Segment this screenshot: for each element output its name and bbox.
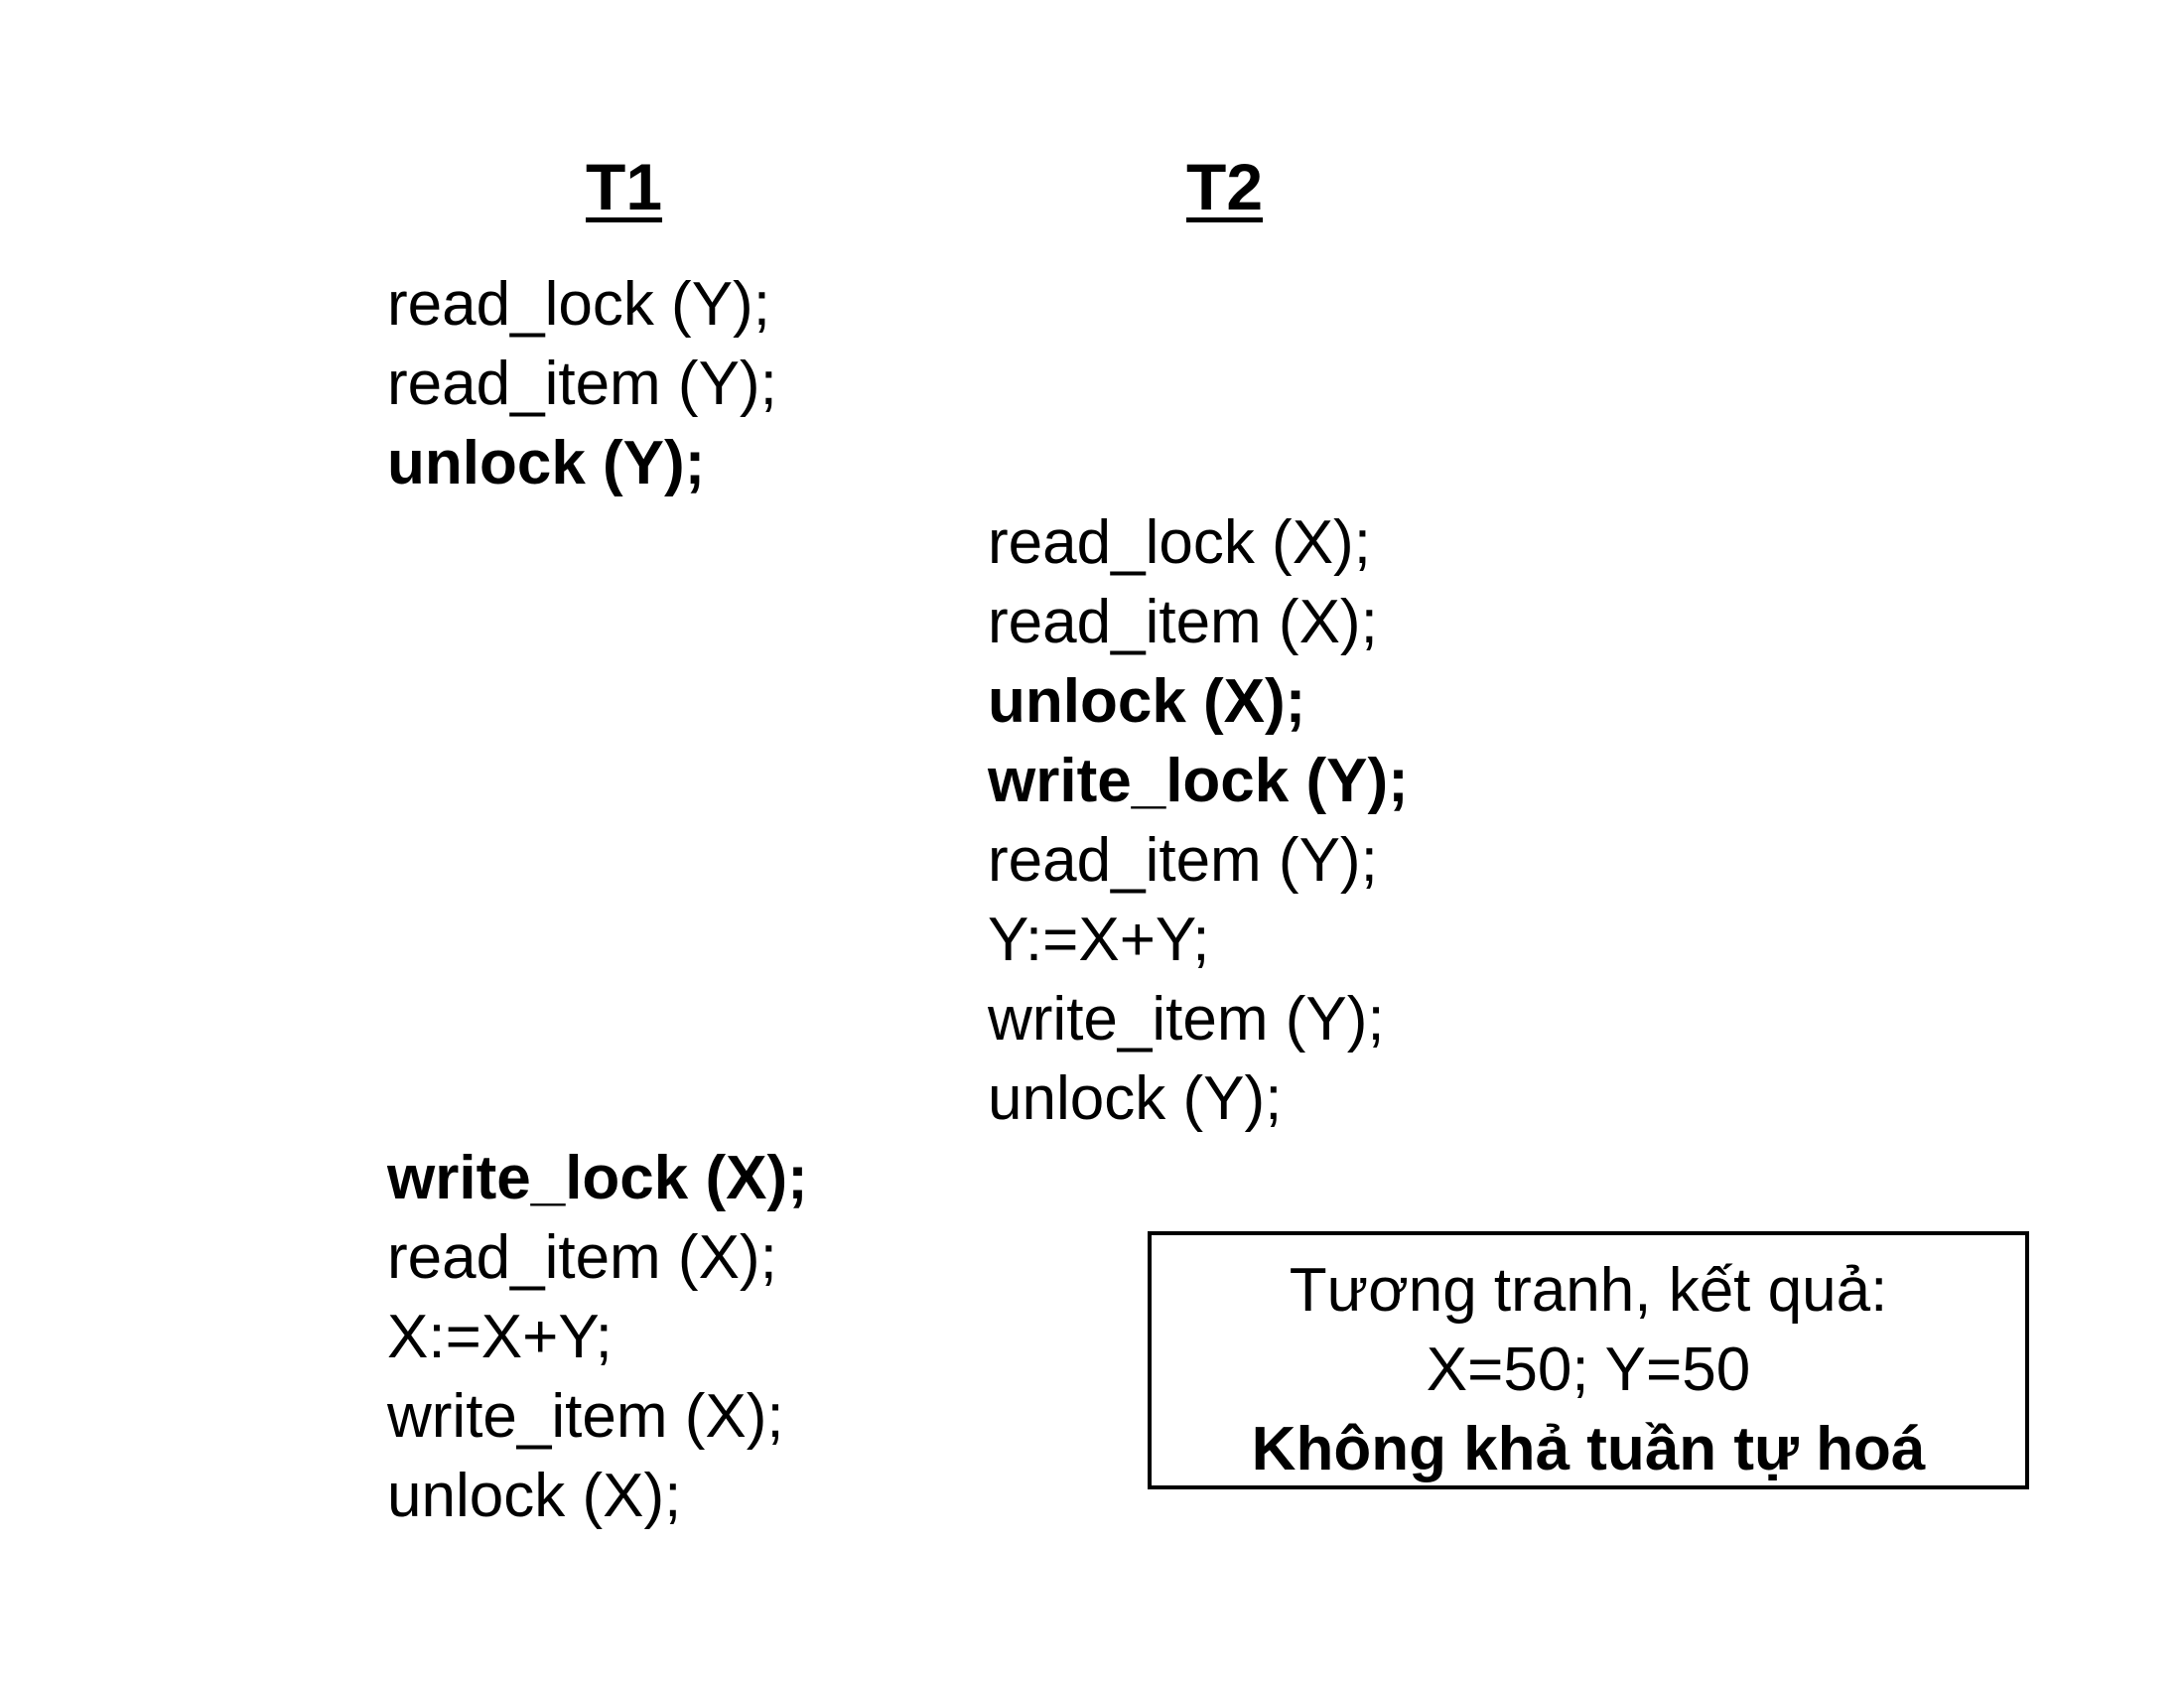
result-line-3: Không khả tuần tự hoá bbox=[1251, 1415, 1926, 1483]
t1-step: read_item (X); bbox=[387, 1223, 777, 1292]
t2-step: write_item (Y); bbox=[988, 985, 1385, 1054]
t2-step: Y:=X+Y; bbox=[988, 906, 1210, 974]
t1-step: write_lock (X); bbox=[387, 1144, 808, 1212]
t1-step: read_lock (Y); bbox=[387, 270, 770, 339]
t1-step: unlock (X); bbox=[387, 1462, 682, 1530]
t1-step: write_item (X); bbox=[387, 1382, 784, 1451]
header-t1: T1 bbox=[586, 150, 663, 223]
t1-step: read_item (Y); bbox=[387, 350, 777, 418]
t2-step: unlock (X); bbox=[988, 667, 1306, 736]
result-line-2: X=50; Y=50 bbox=[1426, 1336, 1751, 1404]
t1-step: X:=X+Y; bbox=[387, 1303, 613, 1371]
t2-step: read_item (X); bbox=[988, 588, 1378, 656]
header-t2: T2 bbox=[1186, 150, 1264, 223]
result-box: Tương tranh, kết quả: X=50; Y=50 Không k… bbox=[1148, 1231, 2029, 1489]
t2-step: unlock (Y); bbox=[988, 1064, 1283, 1133]
t2-step: read_lock (X); bbox=[988, 508, 1371, 577]
t2-step: write_lock (Y); bbox=[988, 747, 1409, 815]
t2-step: read_item (Y); bbox=[988, 826, 1378, 895]
t1-step: unlock (Y); bbox=[387, 429, 706, 497]
result-line-1: Tương tranh, kết quả: bbox=[1289, 1256, 1888, 1325]
